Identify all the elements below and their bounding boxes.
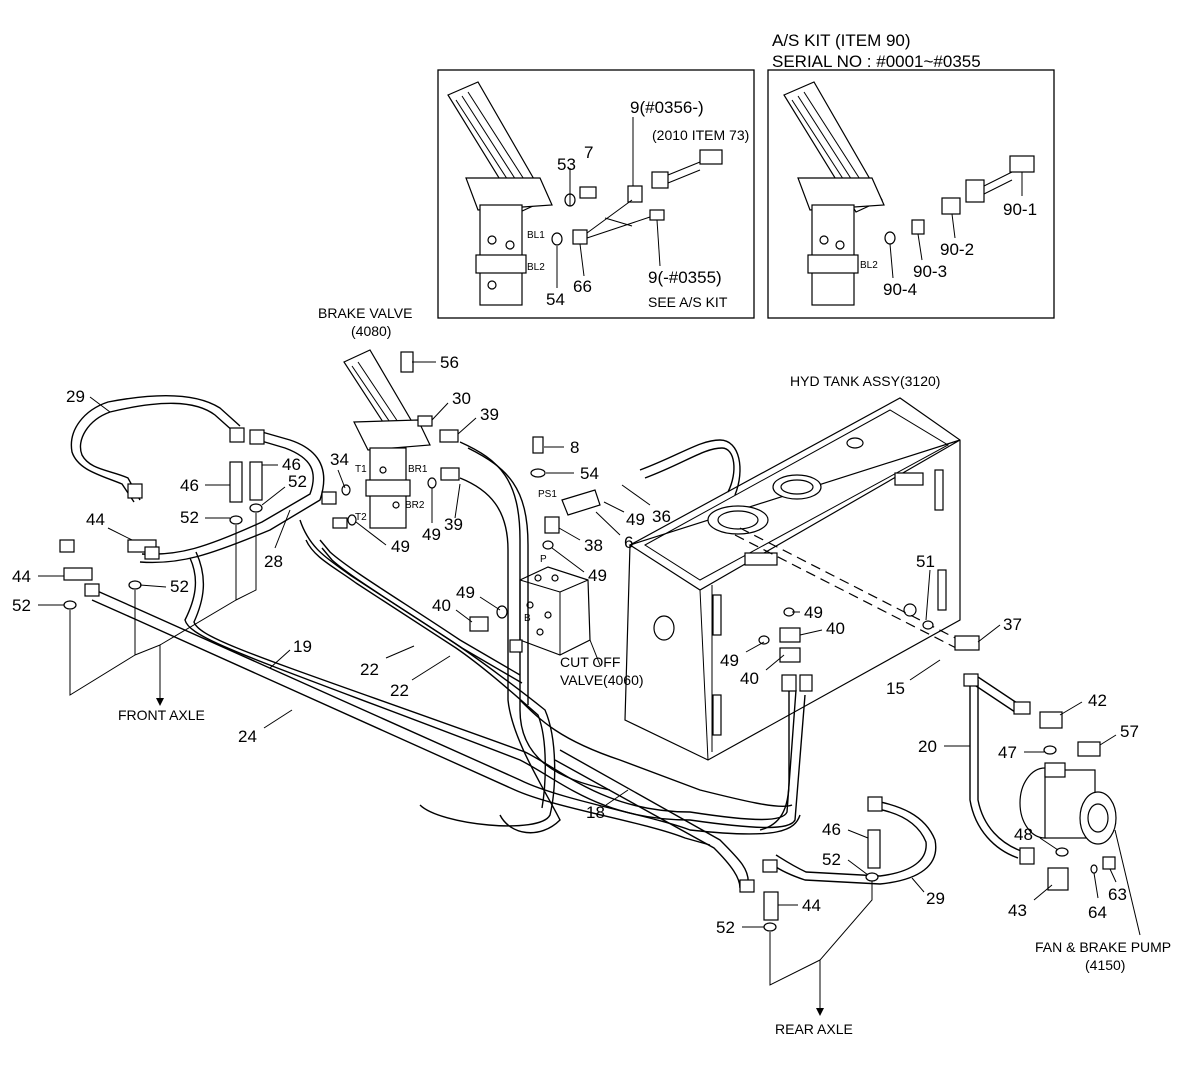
callout-43: 43 — [1008, 901, 1027, 920]
label-66: 66 — [573, 277, 592, 296]
bl2-label: BL2 — [527, 262, 545, 273]
port-p: P — [540, 554, 547, 565]
callout-52-f: 52 — [716, 918, 735, 937]
callout-44-a: 44 — [86, 510, 105, 529]
label-53: 53 — [557, 155, 576, 174]
label-7: 7 — [584, 143, 593, 162]
pump-num: (4150) — [1085, 957, 1125, 973]
callout-29-b: 29 — [926, 889, 945, 908]
callout-37: 37 — [1003, 615, 1022, 634]
callout-48: 48 — [1014, 825, 1033, 844]
callout-49-b: 49 — [588, 566, 607, 585]
kit-bl2-label: BL2 — [860, 260, 878, 271]
port-ps1: PS1 — [538, 489, 557, 500]
label-9-old-note: SEE A/S KIT — [648, 294, 728, 310]
label-90-1: 90-1 — [1003, 200, 1037, 219]
fittings — [59, 427, 1035, 932]
callout-19: 19 — [293, 637, 312, 656]
cutoff-num: VALVE(4060) — [560, 672, 644, 688]
fan-brake-pump: FAN & BRAKE PUMP (4150) — [1019, 711, 1171, 973]
callout-52-d: 52 — [12, 596, 31, 615]
callout-40-a: 40 — [432, 596, 451, 615]
callout-52-e: 52 — [822, 850, 841, 869]
callout-46-c: 46 — [822, 820, 841, 839]
callout-20: 20 — [918, 737, 937, 756]
callout-24: 24 — [238, 727, 257, 746]
label-90-2: 90-2 — [940, 240, 974, 259]
callout-52-b: 52 — [288, 472, 307, 491]
hyd-tank-label: HYD TANK ASSY(3120) — [790, 373, 940, 389]
brake-valve: T1 T2 BR1 BR2 BRAKE VALVE (4080) — [318, 305, 460, 529]
callout-49-c: 49 — [422, 525, 441, 544]
rear-axle-label: REAR AXLE — [775, 1021, 853, 1037]
callout-8: 8 — [570, 438, 579, 457]
label-9-new-note: (2010 ITEM 73) — [652, 127, 749, 143]
callout-52-a: 52 — [180, 508, 199, 527]
callout-40-c: 40 — [740, 669, 759, 688]
callout-57: 57 — [1120, 722, 1139, 741]
callout-28: 28 — [264, 552, 283, 571]
port-t1: T1 — [355, 464, 367, 475]
label-90-3: 90-3 — [913, 262, 947, 281]
callout-34: 34 — [330, 450, 349, 469]
bl1-label: BL1 — [527, 230, 545, 241]
callout-49-f: 49 — [720, 651, 739, 670]
label-54-inset: 54 — [546, 290, 565, 309]
axle-routing: FRONT AXLE REAR AXLE — [69, 513, 873, 1037]
port-br1: BR1 — [408, 464, 428, 475]
callout-54: 54 — [580, 464, 599, 483]
callout-22-b: 22 — [390, 681, 409, 700]
callout-63: 63 — [1108, 885, 1127, 904]
callout-56: 56 — [440, 353, 459, 372]
callout-6: 6 — [624, 533, 633, 552]
label-9-old: 9(-#0355) — [648, 268, 722, 287]
callout-22-a: 22 — [360, 660, 379, 679]
hose-lines — [70, 395, 1025, 889]
inset-brake-valve-detail: BL1 BL2 53 7 9(#0356-) (2010 ITEM 73) 54… — [437, 69, 755, 319]
inset-as-kit: A/S KIT (ITEM 90) SERIAL NO : #0001~#035… — [767, 31, 1055, 319]
callout-39-a: 39 — [480, 405, 499, 424]
callout-46-b: 46 — [282, 455, 301, 474]
callout-38: 38 — [584, 536, 603, 555]
callout-39-b: 39 — [444, 515, 463, 534]
hyd-tank: HYD TANK ASSY(3120) — [624, 373, 961, 761]
label-90-4: 90-4 — [883, 280, 917, 299]
callout-52-c: 52 — [170, 577, 189, 596]
callout-49-g: 49 — [391, 537, 410, 556]
callout-29-a: 29 — [66, 387, 85, 406]
callout-36: 36 — [652, 507, 671, 526]
callout-47: 47 — [998, 743, 1017, 762]
callout-49-a: 49 — [626, 510, 645, 529]
callout-64: 64 — [1088, 903, 1107, 922]
callout-51: 51 — [916, 552, 935, 571]
as-kit-serial: SERIAL NO : #0001~#0355 — [772, 52, 981, 71]
brake-valve-label: BRAKE VALVE — [318, 305, 412, 321]
callout-15: 15 — [886, 679, 905, 698]
port-t2: T2 — [355, 512, 367, 523]
callout-30: 30 — [452, 389, 471, 408]
callout-44-b: 44 — [12, 567, 31, 586]
cutoff-valve: B P PS1 CUT OFF VALVE(4060) — [519, 436, 644, 688]
port-br2: BR2 — [405, 500, 425, 511]
cutoff-label: CUT OFF — [560, 654, 620, 670]
front-axle-label: FRONT AXLE — [118, 707, 205, 723]
callout-42: 42 — [1088, 691, 1107, 710]
pump-label: FAN & BRAKE PUMP — [1035, 939, 1171, 955]
callout-46-a: 46 — [180, 476, 199, 495]
label-9-new: 9(#0356-) — [630, 98, 704, 117]
callout-49-d: 49 — [456, 583, 475, 602]
callouts: 56 30 39 29 34 46 46 52 52 8 54 49 36 6 … — [12, 353, 1139, 937]
brake-valve-num: (4080) — [351, 323, 391, 339]
callout-18: 18 — [586, 803, 605, 822]
as-kit-title: A/S KIT (ITEM 90) — [772, 31, 911, 50]
callout-40-b: 40 — [826, 619, 845, 638]
callout-49-e: 49 — [804, 603, 823, 622]
callout-44-c: 44 — [802, 896, 821, 915]
